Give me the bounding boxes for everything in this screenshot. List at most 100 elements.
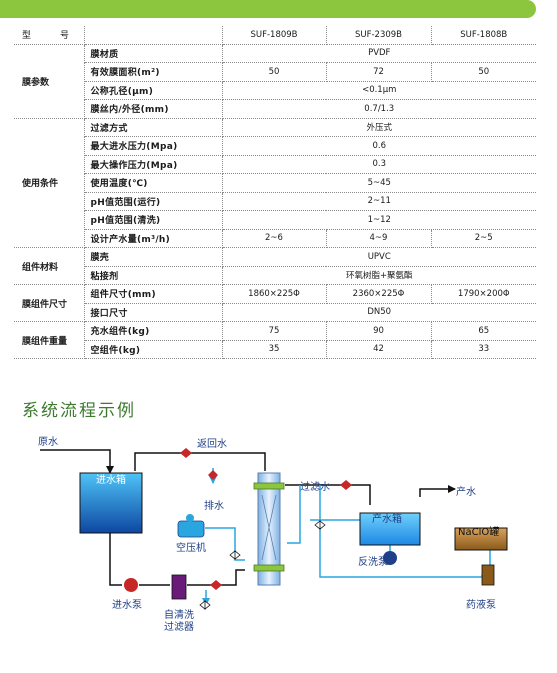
label-shell: 膜壳 [84, 247, 223, 267]
row-max-op: 最大操作压力(Mpa) 0.3 [14, 155, 536, 174]
value-full-weight-1: 75 [222, 321, 327, 341]
value-design-flow-1: 2~6 [222, 229, 327, 248]
label-ph-run: pH值范围(运行) [84, 192, 223, 211]
group-membrane-params: 膜参数 [14, 44, 85, 119]
drain-label: 排水 [204, 499, 224, 512]
label-temp: 使用温度(℃) [84, 173, 223, 193]
air-compressor-label: 空压机 [176, 541, 206, 554]
row-temp: 使用温度(℃) 5~45 [14, 173, 536, 193]
row-ph-clean: pH值范围(清洗) 1~12 [14, 210, 536, 230]
value-ph-clean: 1~12 [222, 210, 536, 230]
row-design-flow: 设计产水量(m³/h) 2~6 4~9 2~5 [14, 229, 536, 248]
row-max-inlet: 最大进水压力(Mpa) 0.6 [14, 136, 536, 156]
label-area: 有效膜面积(m²) [84, 62, 223, 82]
inlet-tank [79, 472, 143, 534]
row-ph-run: pH值范围(运行) 2~11 [14, 192, 536, 211]
value-size-1: 1860×225Φ [222, 284, 327, 304]
value-fiber-dia: 0.7/1.3 [222, 99, 536, 119]
value-shell: UPVC [222, 247, 536, 267]
spec-header-row: 型 号 SUF-1809B SUF-2309B SUF-1808B [14, 26, 536, 45]
value-area-1: 50 [222, 62, 327, 82]
label-empty-weight: 空组件(kg) [84, 340, 223, 359]
value-size-2: 2360×225Φ [326, 284, 432, 304]
row-fiber-dia: 膜丝内/外径(mm) 0.7/1.3 [14, 99, 536, 119]
row-filtration: 使用条件 过滤方式 外压式 [14, 118, 536, 248]
value-max-op: 0.3 [222, 155, 536, 174]
inlet-pump-label: 进水泵 [112, 599, 142, 611]
value-full-weight-2: 90 [326, 321, 432, 341]
return-water-label: 返回水 [197, 438, 227, 450]
value-empty-weight-2: 42 [326, 340, 432, 359]
backwash-pump-label: 反洗泵 [358, 556, 388, 568]
label-pore: 公称孔径(μm) [84, 81, 223, 100]
inlet-tank-label: 进水箱 [96, 473, 126, 486]
dosing-pump-label: 药液泵 [466, 598, 496, 611]
process-flow-diagram: 进水箱 产水箱 NaClO罐 原水 返回水 排水 过滤水 产水 空压机 反洗泵 … [38, 436, 508, 633]
row-area: 有效膜面积(m²) 50 72 50 [14, 62, 536, 82]
value-empty-weight-3: 33 [431, 340, 536, 359]
value-empty-weight-1: 35 [222, 340, 327, 359]
value-pore: <0.1μm [222, 81, 536, 100]
row-pore: 公称孔径(μm) <0.1μm [14, 81, 536, 100]
valves [180, 448, 352, 610]
value-design-flow-3: 2~5 [431, 229, 536, 248]
value-temp: 5~45 [222, 173, 536, 193]
row-full-weight: 膜组件重量 充水组件(kg) 75 90 65 [14, 321, 536, 359]
self-clean-filter-label-2: 过滤器 [164, 620, 194, 633]
label-max-op: 最大操作压力(Mpa) [84, 155, 223, 174]
label-fiber-dia: 膜丝内/外径(mm) [84, 99, 223, 119]
label-full-weight: 充水组件(kg) [84, 321, 223, 341]
product-water-label: 产水 [456, 485, 476, 498]
group-component-weight: 膜组件重量 [14, 321, 85, 359]
self-clean-filter-label-1: 自清洗 [164, 608, 194, 621]
label-design-flow: 设计产水量(m³/h) [84, 229, 223, 248]
value-port: DN50 [222, 303, 536, 322]
inlet-pump-icon [124, 578, 138, 592]
value-filtration: 外压式 [222, 118, 536, 137]
label-max-inlet: 最大进水压力(Mpa) [84, 136, 223, 156]
label-ph-clean: pH值范围(清洗) [84, 210, 223, 230]
top-accent-bar [0, 0, 536, 18]
air-compressor-icon [177, 514, 205, 538]
filtered-water-label: 过滤水 [300, 480, 330, 493]
model-2: SUF-2309B [326, 26, 432, 45]
naclo-tank-label: NaClO罐 [458, 525, 499, 538]
group-component-size: 膜组件尺寸 [14, 284, 85, 322]
dosing-pump-icon [481, 564, 495, 586]
value-area-2: 72 [326, 62, 432, 82]
value-adhesive: 环氧树脂+聚氨酯 [222, 266, 536, 285]
header-empty-cell [84, 26, 223, 45]
value-max-inlet: 0.6 [222, 136, 536, 156]
value-material: PVDF [222, 44, 536, 63]
value-full-weight-3: 65 [431, 321, 536, 341]
group-component-material: 组件材料 [14, 247, 85, 285]
label-adhesive: 粘接剂 [84, 266, 223, 285]
naclo-tank [454, 527, 508, 551]
model-3: SUF-1808B [431, 26, 536, 45]
label-size: 组件尺寸(mm) [84, 284, 223, 304]
group-usage-conditions: 使用条件 [14, 118, 85, 248]
spec-table: 型 号 SUF-1809B SUF-2309B SUF-1808B 膜参数 膜材… [14, 26, 536, 359]
value-size-3: 1790×200Φ [431, 284, 536, 304]
row-adhesive: 粘接剂 环氧树脂+聚氨酯 [14, 266, 536, 285]
value-design-flow-2: 4~9 [326, 229, 432, 248]
value-area-3: 50 [431, 62, 536, 82]
membrane-column [253, 472, 285, 586]
label-port: 接口尺寸 [84, 303, 223, 322]
row-material: 膜参数 膜材质 PVDF [14, 44, 536, 119]
self-clean-filter-icon [171, 574, 187, 600]
label-filtration: 过滤方式 [84, 118, 223, 137]
backwash-pump-icon [383, 551, 397, 565]
row-port: 接口尺寸 DN50 [14, 303, 536, 322]
model-header-label: 型 号 [14, 26, 85, 45]
row-empty-weight: 空组件(kg) 35 42 33 [14, 340, 536, 359]
raw-water-label: 原水 [38, 436, 58, 448]
model-1: SUF-1809B [222, 26, 327, 45]
product-tank [359, 512, 421, 546]
row-shell: 组件材料 膜壳 UPVC [14, 247, 536, 285]
row-size: 膜组件尺寸 组件尺寸(mm) 1860×225Φ 2360×225Φ 1790×… [14, 284, 536, 322]
value-ph-run: 2~11 [222, 192, 536, 211]
flow-section-title: 系统流程示例 [22, 401, 136, 421]
product-tank-label: 产水箱 [372, 512, 402, 525]
label-material: 膜材质 [84, 44, 223, 63]
